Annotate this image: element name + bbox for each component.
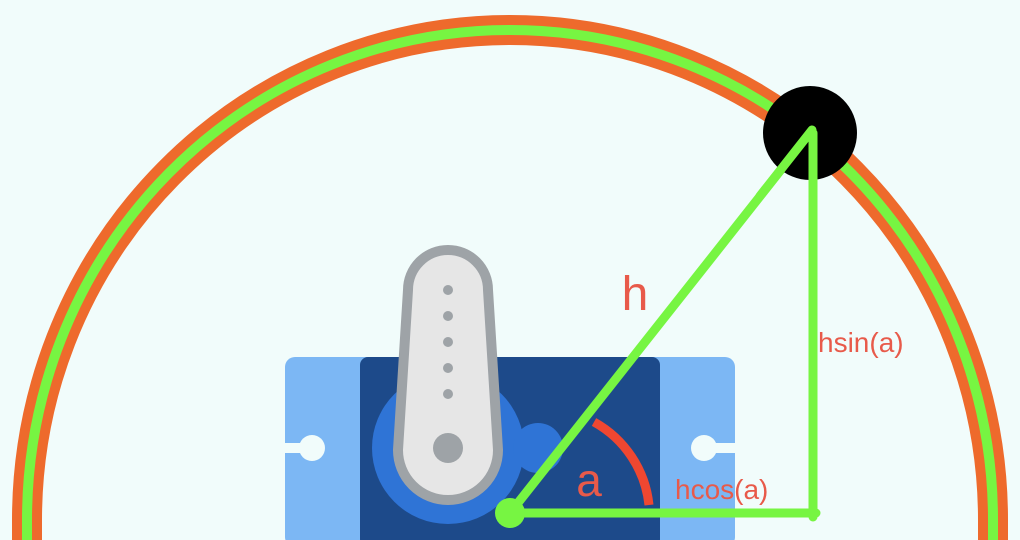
label-vertical: hsin(a): [818, 327, 904, 358]
horn-hole-1: [443, 285, 453, 295]
bracket-slot-right: [704, 443, 735, 453]
angle-arc: [591, 418, 654, 506]
horn-hub: [433, 433, 463, 463]
horn-hole-2: [443, 311, 453, 321]
inner-arc: [22, 25, 998, 540]
servo-horn: [392, 245, 504, 505]
servo-motor-icon: [285, 245, 735, 540]
hypotenuse-line-overlay: [755, 125, 817, 201]
pivot-point: [495, 498, 525, 528]
bracket-slot-left: [285, 443, 312, 453]
horn-hole-3: [443, 337, 453, 347]
label-angle: a: [576, 454, 602, 506]
label-horizontal: hcos(a): [675, 474, 768, 505]
servo-gear-bump: [513, 423, 563, 473]
label-hypotenuse: h: [622, 268, 649, 321]
horn-hole-4: [443, 363, 453, 373]
horn-hole-5: [443, 389, 453, 399]
